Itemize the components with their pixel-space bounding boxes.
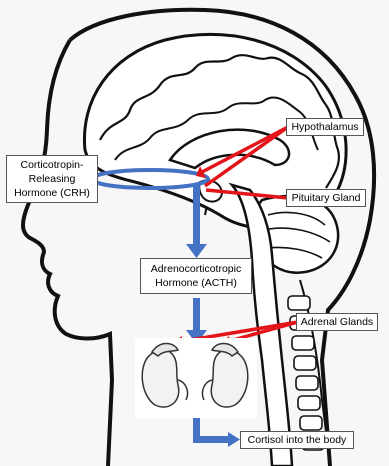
pituitary-gland-label: Pituitary Gland [286, 189, 366, 207]
acth-label: Adrenocorticotropic Hormone (ACTH) [140, 258, 252, 294]
hypothalamus-label: Hypothalamus [286, 118, 364, 136]
cortisol-label: Cortisol into the body [240, 431, 354, 449]
adrenal-glands-label: Adrenal Glands [296, 313, 378, 331]
crh-label: Corticotropin- Releasing Hormone (CRH) [6, 155, 98, 203]
